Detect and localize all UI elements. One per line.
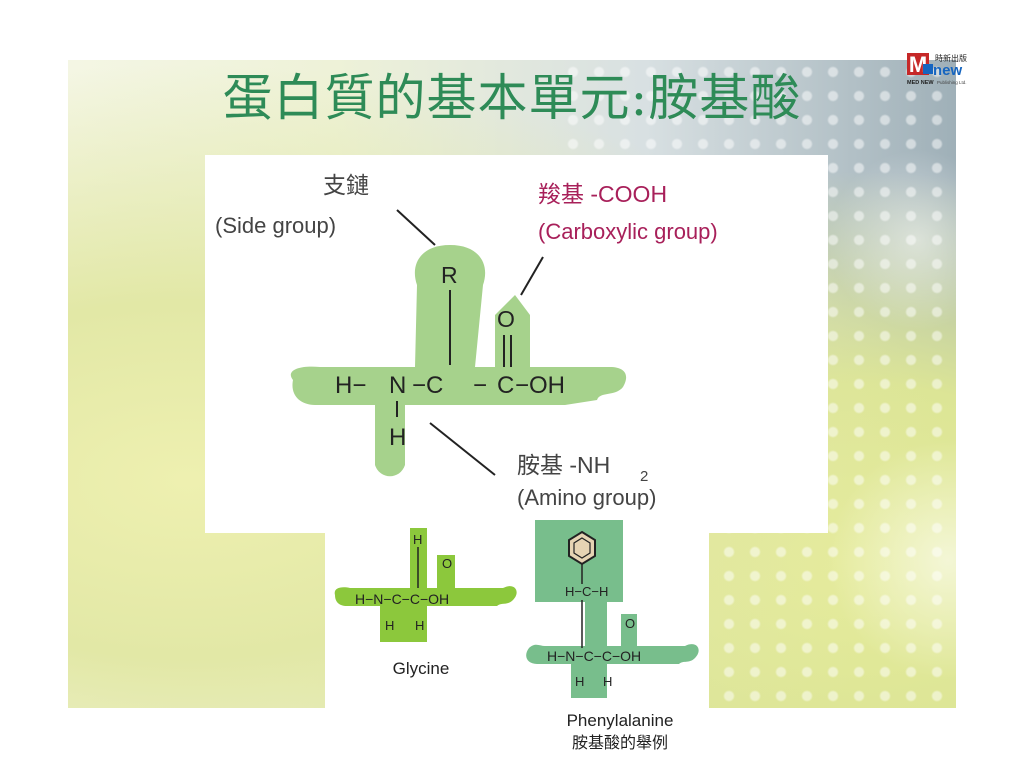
glycine-structure: H O H−N−C−C−OH H H Glycine	[334, 528, 517, 678]
carboxyl-label-en: (Carboxylic group)	[538, 219, 718, 244]
glycine-shape	[334, 528, 517, 642]
phenylalanine-shape	[526, 520, 699, 698]
amino-label-zh: 胺基 -NH	[517, 452, 610, 478]
amino-label-subscript: 2	[640, 468, 648, 485]
backbone-shape	[290, 245, 627, 477]
benzene-inner-ring-icon	[573, 537, 591, 559]
publisher-logo: M 時新出版 new MED NEW Publishing Ltd.	[907, 52, 967, 86]
logo-word: new	[933, 62, 963, 79]
examples-caption: Phenylalanine 胺基酸的舉例	[520, 710, 720, 754]
phenyl-o: O	[625, 616, 635, 631]
backbone-alpha-c: −C	[412, 372, 443, 399]
atom-o: O	[497, 306, 515, 332]
backbone-h: H−	[335, 372, 366, 399]
benzene-ring-icon	[568, 530, 596, 566]
amino-label-en: (Amino group)	[517, 485, 656, 510]
glycine-backbone: H−N−C−C−OH	[355, 591, 449, 607]
glycine-bottom-h-n: H	[385, 618, 394, 633]
amino-pointer	[429, 422, 496, 476]
examples-caption-zh: 胺基酸的舉例	[571, 733, 668, 752]
glycine-name: Glycine	[393, 659, 450, 678]
examples-panel: H O H−N−C−C−OH H H Glycine H−C−H O H−N−C…	[325, 520, 709, 710]
phenyl-bottom-h-n: H	[575, 674, 584, 689]
backbone-oh: −OH	[515, 372, 565, 399]
logo-company: MED NEW	[907, 80, 934, 86]
glycine-top-h: H	[413, 532, 422, 547]
phenyl-bottom-h-c: H	[603, 674, 612, 689]
carboxyl-pointer	[520, 256, 544, 296]
backbone-n: N	[389, 372, 406, 399]
phenylalanine-structure: H−C−H O H−N−C−C−OH H H	[526, 520, 699, 698]
logo-blue-square	[923, 64, 933, 74]
logo-letter: M	[909, 52, 927, 77]
phenyl-backbone: H−N−C−C−OH	[547, 648, 641, 664]
side-group-label-en: (Side group)	[215, 213, 336, 238]
glycine-o: O	[442, 556, 452, 571]
slide-title: 蛋白質的基本單元:胺基酸	[222, 69, 802, 127]
logo-chinese: 時新出版	[935, 53, 967, 63]
side-group-label-zh: 支鏈	[323, 172, 369, 198]
phenyl-ch2: H−C−H	[565, 584, 608, 599]
atom-r: R	[441, 262, 458, 288]
backbone-carbonyl-c: C	[497, 372, 514, 399]
backbone-dash: −	[473, 372, 487, 399]
logo-subtitle: Publishing Ltd.	[937, 80, 967, 85]
amino-acid-structure-diagram: 支鏈 (Side group) 羧基 -COOH (Carboxylic gro…	[205, 155, 828, 533]
glycine-bottom-h-c: H	[415, 618, 424, 633]
phenylalanine-name: Phenylalanine	[566, 711, 674, 730]
carboxyl-label-zh: 羧基 -COOH	[538, 181, 667, 207]
atom-h-bottom: H	[389, 424, 406, 451]
side-group-pointer	[396, 209, 436, 246]
